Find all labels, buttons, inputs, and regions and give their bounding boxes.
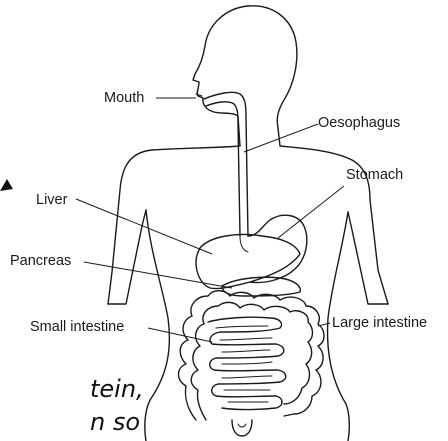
label-pancreas: Pancreas	[10, 254, 71, 269]
label-oesophagus: Oesophagus	[318, 116, 400, 131]
label-mouth: Mouth	[104, 91, 144, 106]
stomach-leader	[278, 186, 344, 238]
pancreas-leader	[84, 262, 232, 288]
liver-leader	[76, 199, 212, 254]
leader-lines	[76, 98, 344, 342]
oesophagus-shape	[196, 92, 248, 236]
label-liver: Liver	[36, 193, 67, 208]
label-small-intestine: Small intestine	[30, 320, 124, 335]
liver-shape	[196, 235, 300, 289]
small-intestine-shape	[208, 317, 286, 409]
oesophagus-leader	[244, 124, 318, 152]
triangle-marker-icon	[0, 179, 13, 191]
text-fragment-line2: n so	[90, 410, 140, 434]
small-intestine-leader	[148, 328, 212, 342]
label-stomach: Stomach	[346, 168, 403, 183]
label-large-intestine: Large intestine	[332, 316, 427, 331]
text-fragment-line1: tein,	[90, 377, 144, 401]
